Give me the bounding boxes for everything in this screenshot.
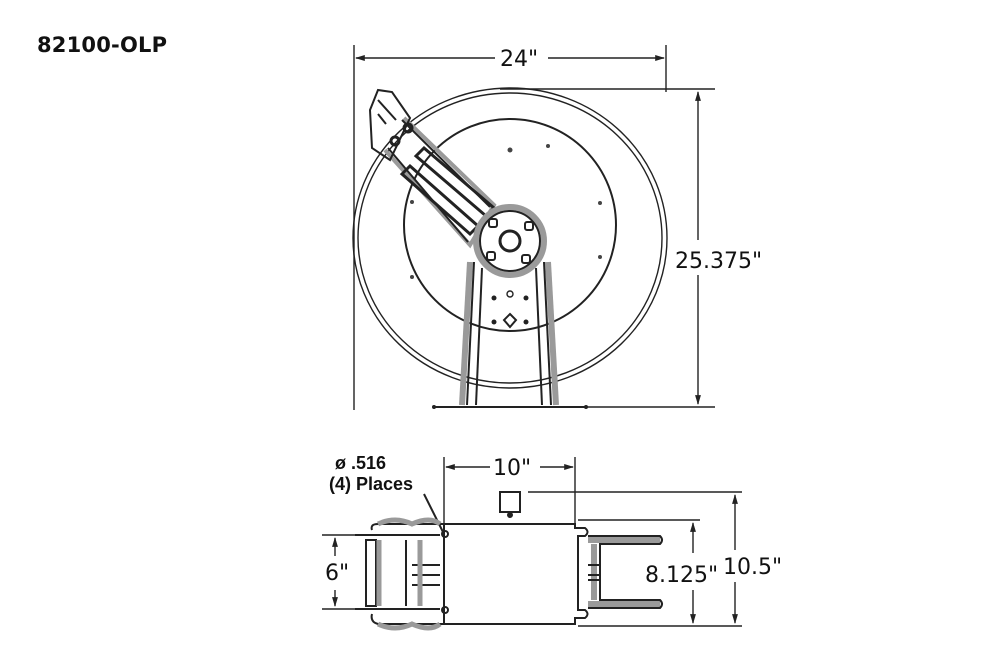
base-depth-dimension: 6" [322, 534, 355, 610]
swivel-arm [368, 88, 547, 278]
base-depth-label: 6" [325, 561, 349, 586]
top-view: ø .516 (4) Places 10" [322, 453, 782, 631]
reel-frame-top [355, 517, 663, 631]
hole-diameter-note: ø .516 [335, 453, 386, 473]
base-width-dimension: 10" [443, 456, 576, 524]
height-dimension: 25.375" [500, 88, 762, 408]
overall-width-dimension: 10.5" [723, 494, 782, 624]
width-label: 24" [500, 47, 538, 72]
model-number-title: 82100-OLP [37, 33, 168, 57]
overall-width-label: 10.5" [723, 555, 782, 580]
reel-drum [403, 118, 617, 332]
hole-count-note: (4) Places [329, 474, 413, 494]
reel-flange [352, 87, 668, 389]
height-label: 25.375" [675, 249, 762, 274]
drum-width-label: 8.125" [645, 563, 718, 588]
drum-width-dimension: 8.125" [528, 491, 742, 627]
swivel-cap [499, 491, 521, 513]
hole-leader-line [423, 493, 444, 533]
base-width-label: 10" [493, 456, 531, 481]
front-view: 24" 25.375" [352, 45, 762, 410]
reel-stand [432, 261, 588, 409]
width-dimension: 24" [353, 45, 667, 410]
